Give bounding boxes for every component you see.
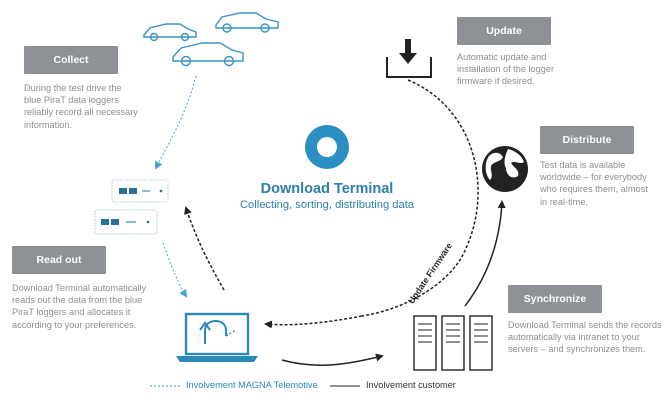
synchronize-description: Download Terminal sends the records auto… — [508, 320, 662, 355]
download-icon — [386, 39, 432, 78]
ring-logo-icon — [305, 125, 349, 169]
update-description: Automatic update and installation of the… — [457, 52, 555, 87]
laptop-icon — [176, 312, 258, 362]
globe-icon — [482, 146, 528, 192]
update-label: Update — [457, 17, 551, 45]
data-logger-icon — [94, 209, 158, 235]
center-title: Download Terminal — [260, 181, 394, 197]
server-icon — [413, 315, 493, 371]
distribute-label: Distribute — [540, 126, 634, 154]
data-logger-icon — [111, 179, 169, 203]
legend-blue: Involvement MAGNA Telemotive — [186, 380, 318, 390]
legend-dark: Involvement customer — [366, 380, 456, 390]
collect-description: During the test drive the blue PiraT dat… — [24, 83, 138, 130]
car-icon — [172, 42, 244, 67]
readout-description: Download Terminal automatically reads ou… — [12, 283, 147, 330]
car-icon — [143, 23, 197, 42]
collect-label: Collect — [24, 46, 118, 74]
car-icon — [215, 12, 279, 33]
distribute-description: Test data is available worldwide – for e… — [540, 160, 648, 207]
readout-label: Read out — [12, 246, 106, 274]
center-subtitle: Collecting, sorting, distributing data — [239, 199, 415, 211]
synchronize-label: Synchronize — [508, 285, 602, 313]
